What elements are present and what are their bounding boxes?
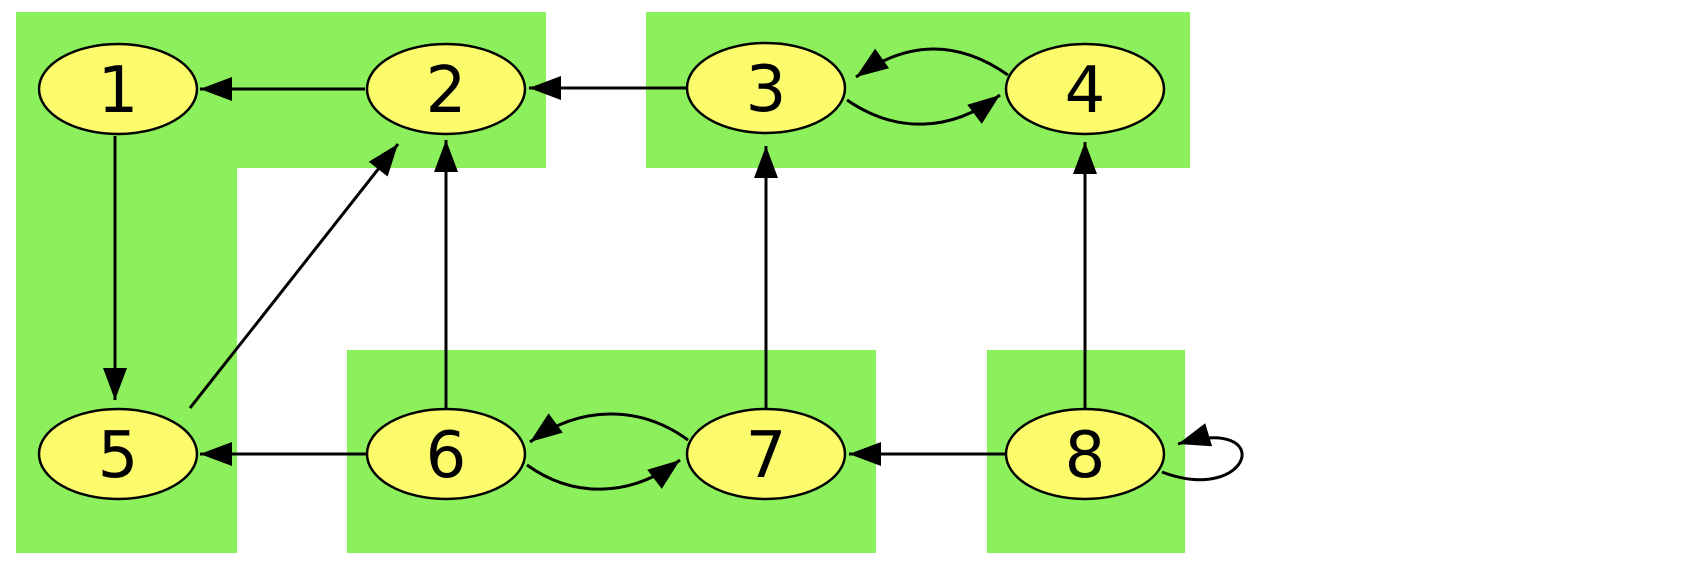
node-2: 2 [365,42,527,136]
node-7-ellipse [685,407,847,501]
node-3-label: 3 [746,53,787,127]
node-6-ellipse [365,407,527,501]
node-5: 5 [37,407,199,501]
node-5-label: 5 [98,419,139,493]
node-8-label: 8 [1065,419,1106,493]
edge-5-to-2 [188,143,400,409]
node-6-label: 6 [426,419,467,493]
node-2-ellipse [365,42,527,136]
node-8: 8 [1004,407,1166,501]
node-2-label: 2 [426,54,467,128]
node-4: 4 [1004,42,1166,136]
node-3-ellipse [685,41,847,135]
edge-7-to-6 [529,412,689,444]
node-6: 6 [365,407,527,501]
edge-6-to-7 [526,458,681,491]
node-7-label: 7 [746,419,787,493]
node-5-ellipse [37,407,199,501]
node-3: 3 [685,41,847,135]
node-4-ellipse [1004,42,1166,136]
node-1-ellipse [37,42,199,136]
node-1: 1 [37,42,199,136]
edge-4-to-3 [855,47,1009,79]
node-7: 7 [685,407,847,501]
node-4-label: 4 [1065,54,1106,128]
edge-8-self-loop [1161,423,1244,482]
node-8-ellipse [1004,407,1166,501]
node-1-label: 1 [98,54,139,128]
edge-3-to-4 [846,93,1001,126]
